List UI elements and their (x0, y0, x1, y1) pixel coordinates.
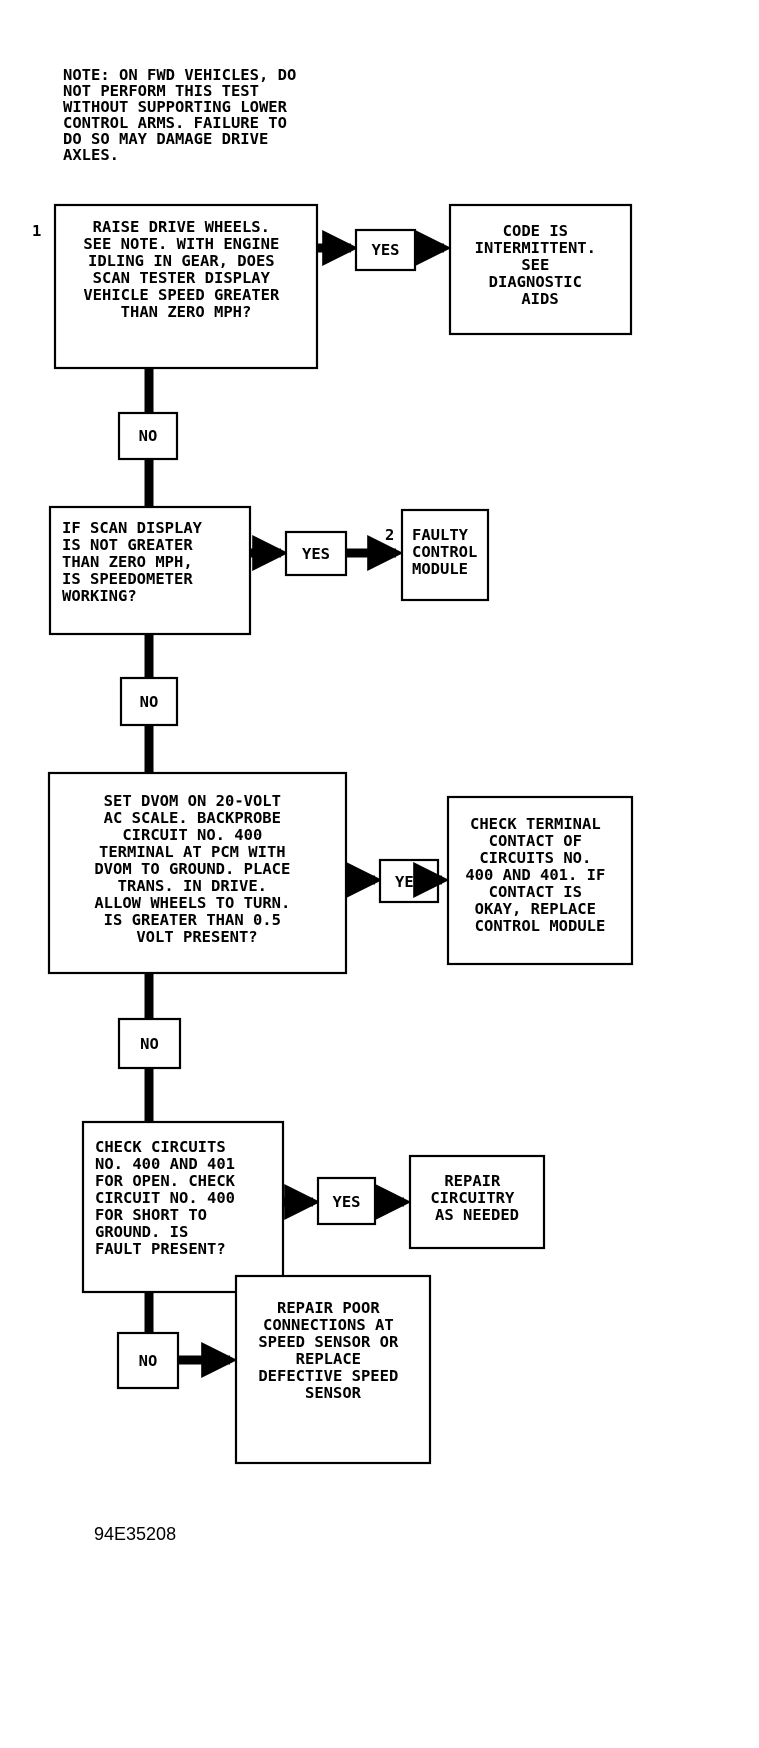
result-2-number: 2 (385, 526, 394, 544)
step-2-line: IF SCAN DISPLAY (62, 519, 203, 537)
result-3-text: CHECK TERMINAL CONTACT OF CIRCUITS NO. 4… (465, 815, 614, 935)
result-1-line: AIDS (521, 290, 558, 308)
result-5-line: SENSOR (305, 1384, 362, 1402)
step-1-line: SEE NOTE. WITH ENGINE (83, 235, 279, 253)
result-5-line: DEFECTIVE SPEED (258, 1367, 398, 1385)
step-3-line: VOLT PRESENT? (136, 928, 257, 946)
result-3-line: OKAY, REPLACE (475, 900, 596, 918)
yes-box (354, 228, 417, 272)
no-label: NO (140, 693, 159, 711)
note-text: NOTE: ON FWD VEHICLES, DO NOT PERFORM TH… (63, 66, 306, 164)
step-1-line: SCAN TESTER DISPLAY (93, 269, 271, 287)
step-2-line: IS SPEEDOMETER (62, 570, 193, 588)
no-box (119, 676, 179, 727)
step-4-line: FOR OPEN. CHECK (95, 1172, 236, 1190)
yes-label: YES (395, 873, 423, 891)
result-3-line: CHECK TERMINAL (470, 815, 601, 833)
result-5-line: REPAIR POOR (277, 1299, 380, 1317)
result-1-line: CODE IS (503, 222, 568, 240)
yes-box (284, 530, 348, 577)
note-line: AXLES. (63, 146, 119, 164)
result-1-text: CODE IS INTERMITTENT. SEE DIAGNOSTIC AID… (475, 222, 606, 308)
step-1-line: THAN ZERO MPH? (121, 303, 252, 321)
note-line: WITHOUT SUPPORTING LOWER (63, 98, 288, 116)
result-4-line: AS NEEDED (435, 1206, 519, 1224)
result-2-line: FAULTY (412, 526, 469, 544)
note-line: NOT PERFORM THIS TEST (63, 82, 259, 100)
step-4-line: CHECK CIRCUITS (95, 1138, 226, 1156)
step-3-line: ALLOW WHEELS TO TURN. (94, 894, 290, 912)
step-2-box (48, 505, 252, 636)
result-1-line: INTERMITTENT. (475, 239, 596, 257)
step-3-text: SET DVOM ON 20-VOLT AC SCALE. BACKPROBE … (94, 792, 299, 946)
result-3-box (446, 795, 634, 966)
result-2-line: CONTROL (412, 543, 477, 561)
step-2-line: WORKING? (62, 587, 137, 605)
result-5-line: CONNECTIONS AT (263, 1316, 394, 1334)
step-2-text: IF SCAN DISPLAY IS NOT GREATER THAN ZERO… (62, 519, 211, 605)
note-line: DO SO MAY DAMAGE DRIVE (63, 130, 268, 148)
no-box (116, 1331, 180, 1390)
step-4-line: GROUND. IS (95, 1223, 188, 1241)
note-line: NOTE: ON FWD VEHICLES, DO (63, 66, 296, 84)
result-4-text: REPAIR CIRCUITRY AS NEEDED (430, 1172, 523, 1224)
result-3-line: CONTACT OF (489, 832, 582, 850)
result-5-box (234, 1274, 432, 1465)
step-1-line: IDLING IN GEAR, DOES (88, 252, 275, 270)
result-1-box (448, 203, 633, 336)
result-3-line: CONTACT IS (489, 883, 582, 901)
step-1-line: VEHICLE SPEED GREATER (83, 286, 280, 304)
step-3-line: SET DVOM ON 20-VOLT (104, 792, 281, 810)
no-box (117, 1017, 182, 1070)
step-3-line: TERMINAL AT PCM WITH (99, 843, 286, 861)
step-4-box (81, 1120, 285, 1294)
step-1-number: 1 (32, 222, 41, 240)
step-3-line: DVOM TO GROUND. PLACE (94, 860, 290, 878)
step-2-line: THAN ZERO MPH, (62, 553, 193, 571)
result-4-line: CIRCUITRY (430, 1189, 515, 1207)
step-3-line: TRANS. IN DRIVE. (118, 877, 267, 895)
no-label: NO (140, 1035, 159, 1053)
result-3-line: CIRCUITS NO. (479, 849, 591, 867)
step-4-line: FOR SHORT TO (95, 1206, 207, 1224)
step-4-text: CHECK CIRCUITS NO. 400 AND 401 FOR OPEN.… (95, 1138, 244, 1258)
yes-label: YES (302, 545, 330, 563)
step-4-line: NO. 400 AND 401 (95, 1155, 235, 1173)
result-2-line: MODULE (412, 560, 468, 578)
step-1-text: RAISE DRIVE WHEELS. SEE NOTE. WITH ENGIN… (83, 218, 288, 321)
yes-box (316, 1176, 377, 1226)
yes-label: YES (372, 241, 400, 259)
step-3-line: CIRCUIT NO. 400 (122, 826, 262, 844)
no-label: NO (139, 1352, 158, 1370)
result-5-line: REPLACE (296, 1350, 361, 1368)
result-1-line: DIAGNOSTIC (489, 273, 582, 291)
step-2-line: IS NOT GREATER (62, 536, 193, 554)
figure-id: 94E35208 (94, 1524, 176, 1544)
step-3-line: AC SCALE. BACKPROBE (104, 809, 281, 827)
result-3-line: CONTROL MODULE (475, 917, 606, 935)
yes-label: YES (333, 1193, 361, 1211)
step-4-line: CIRCUIT NO. 400 (95, 1189, 235, 1207)
step-3-line: IS GREATER THAN 0.5 (104, 911, 281, 929)
result-4-line: REPAIR (444, 1172, 501, 1190)
result-5-text: REPAIR POOR CONNECTIONS AT SPEED SENSOR … (258, 1299, 407, 1402)
step-1-box (53, 203, 319, 370)
result-5-line: SPEED SENSOR OR (258, 1333, 399, 1351)
result-2-text: FAULTY CONTROL MODULE (412, 526, 487, 578)
result-3-line: 400 AND 401. IF (465, 866, 605, 884)
result-4-box (408, 1154, 546, 1250)
result-1-line: SEE (521, 256, 549, 274)
step-4-line: FAULT PRESENT? (95, 1240, 226, 1258)
note-line: CONTROL ARMS. FAILURE TO (63, 114, 287, 132)
result-2-box (400, 508, 490, 602)
step-1-line: RAISE DRIVE WHEELS. (93, 218, 270, 236)
step-3-box (47, 771, 348, 975)
no-label: NO (139, 427, 158, 445)
